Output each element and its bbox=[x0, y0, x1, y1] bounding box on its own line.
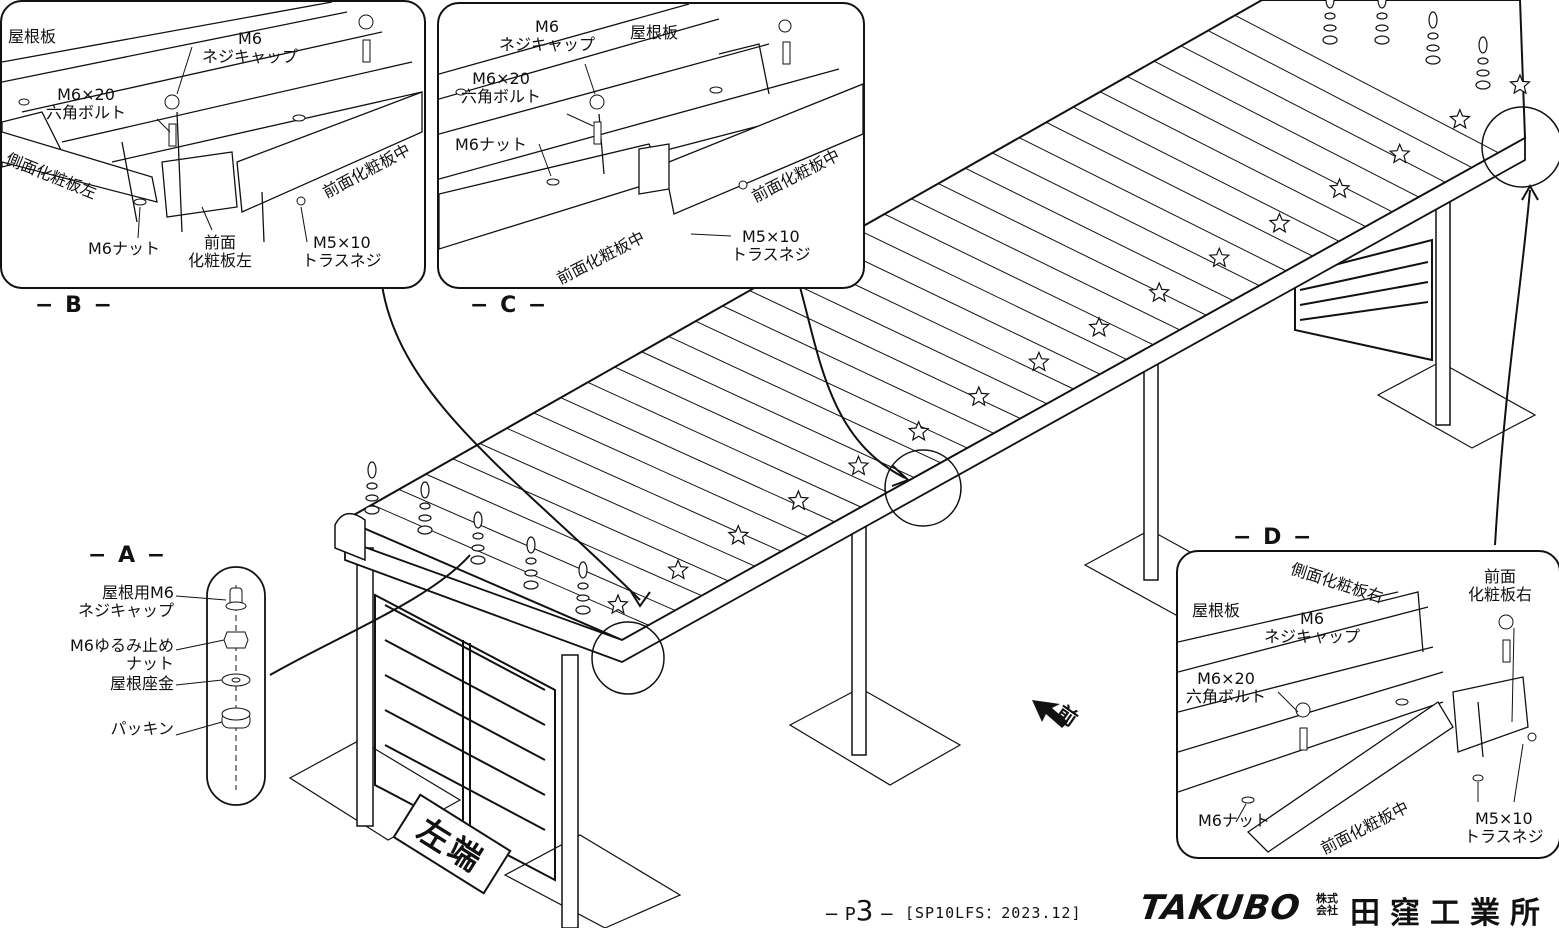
c-cap-label: M6 ネジキャップ bbox=[499, 17, 596, 54]
bolt-stack bbox=[1374, 0, 1390, 45]
detail-c-drawing bbox=[439, 4, 863, 250]
star-mark bbox=[1148, 281, 1171, 303]
star-mark bbox=[667, 558, 690, 580]
bolt-stack bbox=[364, 461, 380, 515]
star-mark bbox=[1388, 142, 1411, 164]
c-bolt-label: M6×20 六角ボルト bbox=[461, 69, 542, 106]
roof bbox=[334, 0, 1527, 663]
detail-c-title: − C − bbox=[470, 293, 549, 318]
c-roof-panel-label: 屋根板 bbox=[630, 23, 679, 42]
bolt-stack bbox=[575, 561, 591, 615]
page-prefix: − P bbox=[824, 904, 856, 925]
b-bolt-label: M6×20 六角ボルト bbox=[46, 85, 127, 122]
detail-a-title: − A − bbox=[88, 543, 168, 568]
position-marks bbox=[607, 73, 1531, 615]
star-mark bbox=[727, 524, 750, 546]
star-mark bbox=[1448, 108, 1471, 130]
d-roof-panel-label: 屋根板 bbox=[1192, 601, 1241, 620]
detail-d-drawing bbox=[1178, 591, 1537, 853]
bolt-stack bbox=[1425, 11, 1441, 65]
detail-b-title: − B − bbox=[35, 293, 114, 318]
star-mark bbox=[1027, 350, 1050, 372]
star-mark bbox=[1509, 73, 1531, 95]
bolt-stack bbox=[1322, 0, 1338, 45]
page-number-value: 3 bbox=[855, 894, 874, 927]
d-bolt-label: M6×20 六角ボルト bbox=[1186, 669, 1267, 706]
detail-circles bbox=[591, 106, 1559, 695]
detail-a-illustration bbox=[175, 566, 266, 806]
leader-curves bbox=[269, 183, 1539, 676]
page-suffix: − bbox=[873, 904, 895, 925]
star-mark bbox=[1328, 177, 1351, 199]
detail-c-panel: M6 ネジキャップ 屋根板 M6×20 六角ボルト M6ナット 前面化粧板中 前… bbox=[437, 2, 865, 289]
b-cap-label: M6 ネジキャップ bbox=[202, 29, 299, 66]
company-name: 田窪工業所 bbox=[1350, 896, 1550, 931]
a-part-cap: 屋根用M6 ネジキャップ bbox=[77, 583, 174, 620]
star-mark bbox=[607, 593, 629, 615]
star-mark bbox=[787, 489, 810, 511]
star-mark bbox=[1208, 246, 1231, 268]
star-mark bbox=[967, 385, 990, 407]
detail-b-drawing bbox=[2, 2, 423, 243]
company-type: 株式 会社 bbox=[1316, 892, 1338, 917]
detail-b-panel: 屋根板 M6 ネジキャップ M6×20 六角ボルト 側面化粧板左 M6ナット 前… bbox=[0, 0, 426, 289]
star-mark bbox=[847, 454, 870, 476]
detail-d-title: − D − bbox=[1233, 525, 1314, 550]
d-front-right-label: 前面 化粧板右 bbox=[1468, 567, 1533, 604]
a-part-washer: 屋根座金 bbox=[109, 674, 174, 693]
c-nut-label: M6ナット bbox=[455, 135, 527, 154]
a-part-nut: M6ゆるみ止め ナット bbox=[70, 636, 174, 673]
side-gates bbox=[374, 238, 1433, 882]
b-screw-label: M5×10 トラスネジ bbox=[302, 233, 382, 270]
roof-bolts bbox=[364, 0, 1491, 615]
bolt-stack bbox=[523, 536, 539, 590]
d-screw-label: M5×10 トラスネジ bbox=[1464, 809, 1544, 846]
c-screw-label: M5×10 トラスネジ bbox=[731, 227, 811, 264]
d-nut-label: M6ナット bbox=[1198, 811, 1270, 830]
b-nut-label: M6ナット bbox=[88, 239, 160, 258]
d-cap-label: M6 ネジキャップ bbox=[1264, 609, 1361, 646]
a-part-packing: パッキン bbox=[110, 719, 174, 738]
brand-logo: TAKUBO bbox=[1137, 888, 1304, 928]
star-mark bbox=[907, 420, 930, 442]
b-front-left-label: 前面 化粧板左 bbox=[188, 233, 253, 270]
document-code: [SP10LFS：2023.12] bbox=[905, 904, 1082, 922]
page-number: − P3 − bbox=[824, 894, 894, 927]
posts bbox=[356, 199, 1451, 928]
b-roof-panel-label: 屋根板 bbox=[8, 27, 57, 46]
star-mark bbox=[1268, 212, 1291, 234]
bolt-stack bbox=[470, 511, 486, 565]
bolt-stack bbox=[1475, 36, 1491, 90]
bolt-stack bbox=[417, 481, 433, 535]
star-mark bbox=[1088, 316, 1111, 338]
detail-d-panel: 側面化粧板右 屋根板 M6 ネジキャップ M6×20 六角ボルト M6ナット 前… bbox=[1176, 550, 1559, 859]
front-arrow-icon bbox=[1032, 700, 1068, 728]
